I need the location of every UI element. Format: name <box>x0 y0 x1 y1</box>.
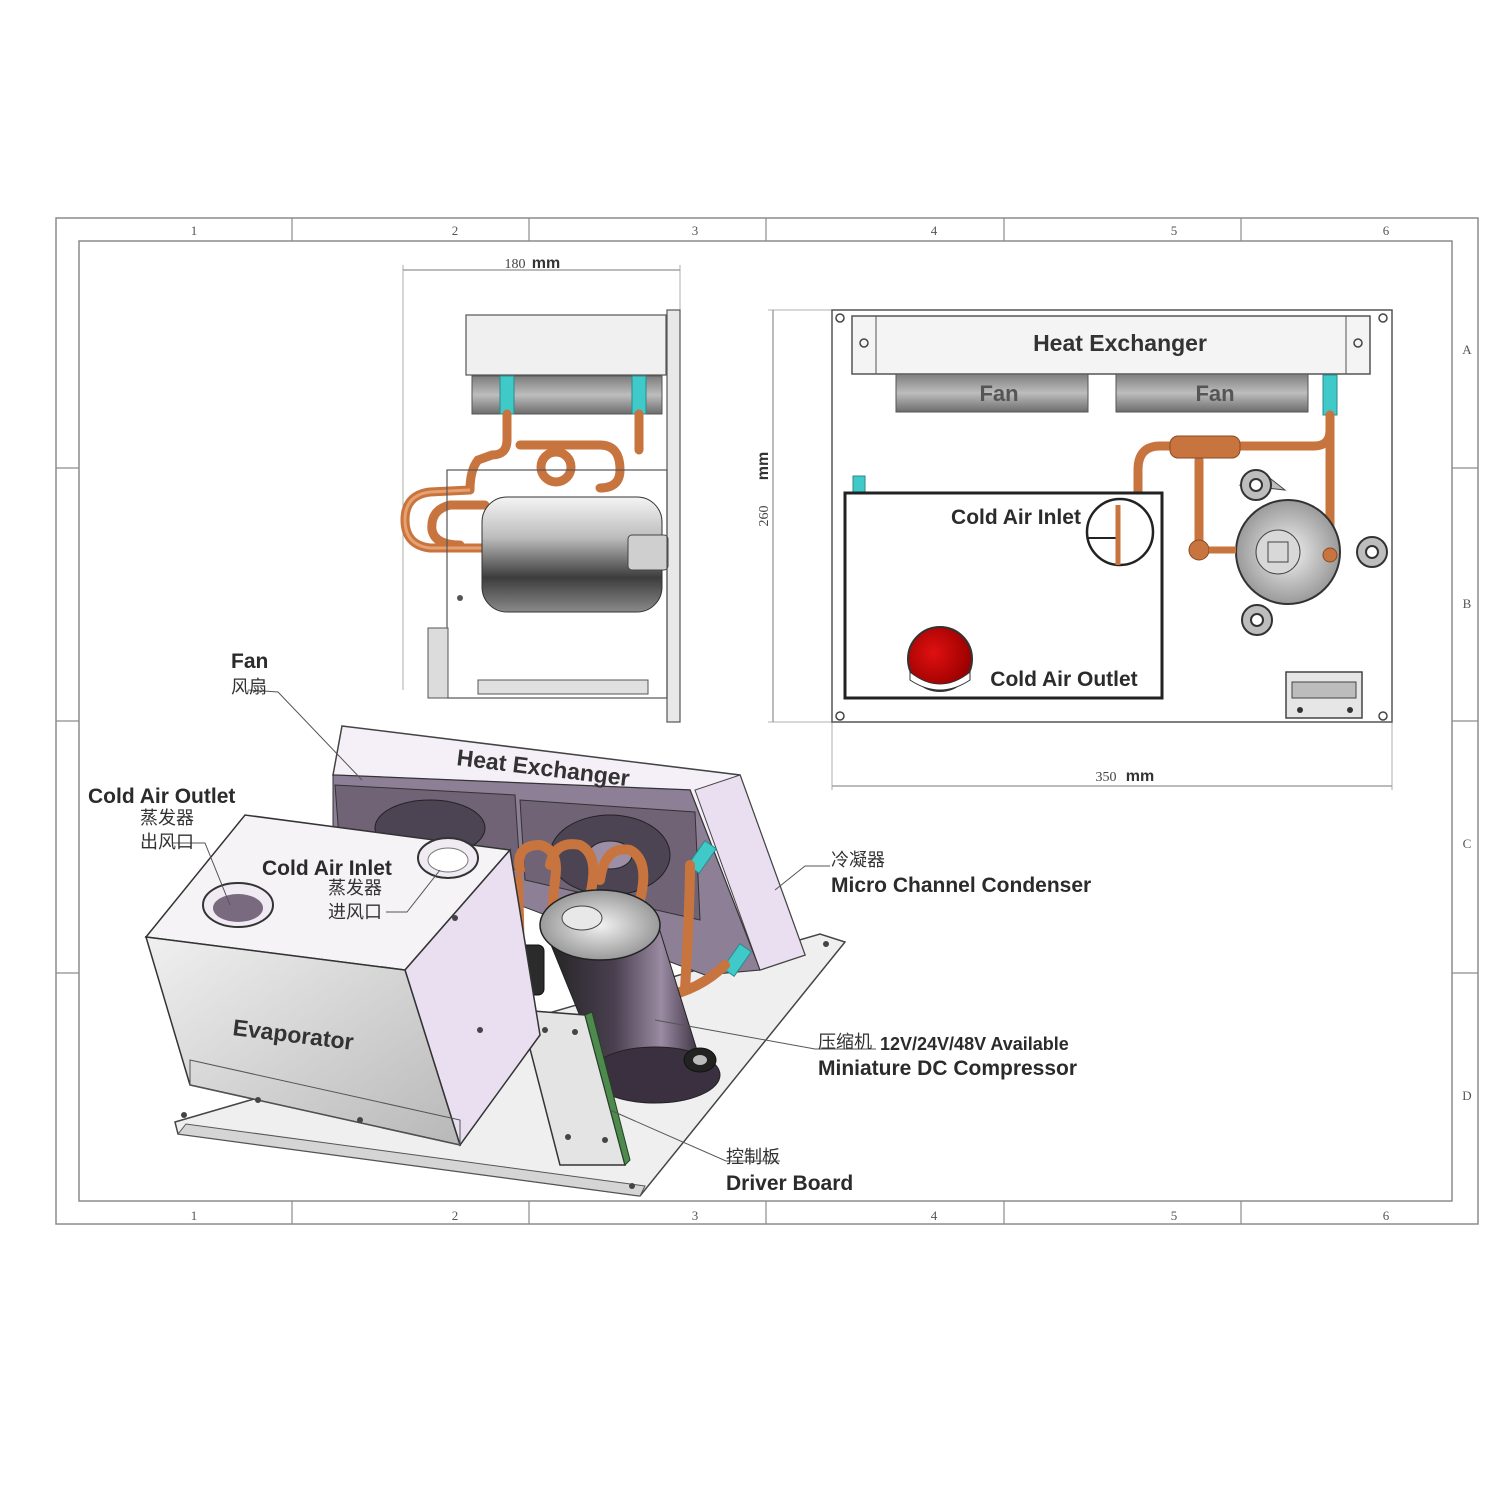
side-view-width-unit: mm <box>532 255 560 272</box>
top-cold-air-outlet-label: Cold Air Outlet <box>990 668 1137 691</box>
grid-row-a: A <box>1462 342 1472 357</box>
iso-cold-air-inlet-label-cn-1: 蒸发器 <box>328 878 382 899</box>
side-view: 180 mm <box>400 255 681 723</box>
iso-fan-label-cn: 风扇 <box>231 677 267 698</box>
top-cold-air-inlet-label: Cold Air Inlet <box>951 506 1081 529</box>
iso-driver-board-label-cn: 控制板 <box>726 1147 780 1168</box>
iso-evaporator: Evaporator <box>144 814 541 1147</box>
grid-row-d: D <box>1462 1088 1471 1103</box>
top-fan-right-label: Fan <box>1195 381 1234 406</box>
top-fan-left <box>895 373 1089 413</box>
top-view: 260 mm 350 mm Heat Exchanger Fan Fan <box>755 309 1393 790</box>
iso-cold-air-inlet-label: Cold Air Inlet <box>262 857 392 880</box>
iso-compressor-label: Miniature DC Compressor <box>818 1057 1077 1080</box>
iso-compressor <box>517 889 721 1104</box>
iso-view: Heat Exchanger <box>88 650 1091 1197</box>
grid-col-bottom-5: 5 <box>1171 1208 1178 1223</box>
top-view-height-value: 260 <box>757 506 772 527</box>
top-view-height-unit: mm <box>755 452 772 480</box>
top-fan-right <box>1115 373 1309 413</box>
grid-col-top-6: 6 <box>1383 223 1390 238</box>
iso-condenser-label: Micro Channel Condenser <box>831 874 1091 897</box>
grid-col-top-3: 3 <box>692 223 699 238</box>
iso-driver-board <box>519 1009 631 1166</box>
top-view-width-unit: mm <box>1126 768 1154 785</box>
top-cold-air-outlet-port <box>907 626 973 692</box>
top-compressor <box>1188 469 1388 636</box>
drawing-frame: 1 2 3 4 5 6 1 2 3 4 5 6 A B C D <box>55 217 1479 1225</box>
grid-col-top-2: 2 <box>452 223 459 238</box>
iso-compressor-label-cn: 压缩机 <box>818 1032 872 1053</box>
grid-col-top-4: 4 <box>931 223 938 238</box>
top-view-width-value: 350 <box>1096 770 1117 785</box>
grid-col-bottom-3: 3 <box>692 1208 699 1223</box>
iso-fan-label: Fan <box>231 650 268 673</box>
side-heat-exchanger <box>465 314 667 376</box>
grid-col-bottom-6: 6 <box>1383 1208 1390 1223</box>
side-view-width-value: 180 <box>505 257 526 272</box>
grid-row-b: B <box>1463 596 1472 611</box>
iso-cold-air-inlet-label-cn-2: 进风口 <box>328 902 382 923</box>
grid-col-bottom-1: 1 <box>191 1208 198 1223</box>
iso-driver-board-label: Driver Board <box>726 1172 853 1195</box>
iso-cold-air-outlet-label-cn-2: 出风口 <box>140 832 194 853</box>
grid-col-bottom-4: 4 <box>931 1208 938 1223</box>
iso-compressor-voltage-label: 12V/24V/48V Available <box>880 1034 1069 1054</box>
grid-col-bottom-2: 2 <box>452 1208 459 1223</box>
grid-col-top-5: 5 <box>1171 223 1178 238</box>
iso-cold-air-outlet-label: Cold Air Outlet <box>88 785 235 808</box>
iso-condenser-label-cn: 冷凝器 <box>831 850 885 871</box>
iso-cold-air-outlet-label-cn-1: 蒸发器 <box>140 808 194 829</box>
grid-row-c: C <box>1463 836 1472 851</box>
top-heat-exchanger-label: Heat Exchanger <box>1033 330 1207 356</box>
grid-col-top-1: 1 <box>191 223 198 238</box>
top-fan-left-label: Fan <box>979 381 1018 406</box>
